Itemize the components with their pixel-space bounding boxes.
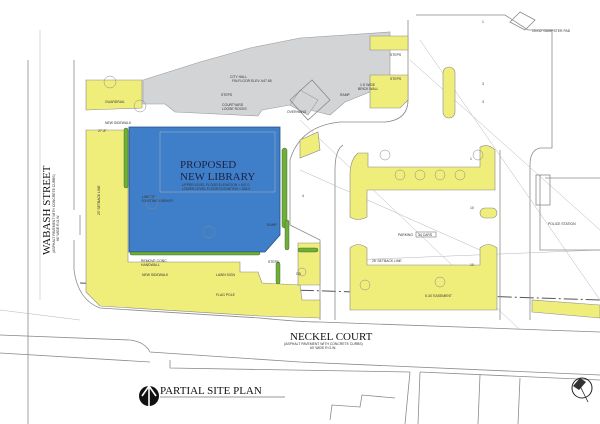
police-ramp [535, 174, 551, 206]
svg-text:RAMP: RAMP [267, 223, 278, 227]
svg-text:COURTYARD: COURTYARD [222, 103, 244, 107]
svg-text:CB: CB [296, 272, 301, 276]
svg-text:5.34' EASEMENT: 5.34' EASEMENT [425, 294, 452, 298]
entry-canopy [289, 79, 331, 121]
overhang [289, 89, 319, 116]
svg-text:1.5' WIDE: 1.5' WIDE [360, 83, 376, 87]
svg-text:LAWN SIGN: LAWN SIGN [216, 273, 235, 277]
upper-level-elev: UPPER LEVEL FLOOR ELEVATION = 647.0 [182, 183, 250, 187]
svg-text:STEPS: STEPS [390, 77, 402, 81]
svg-text:FLAG POLE: FLAG POLE [216, 293, 236, 297]
svg-text:POLICE STATION: POLICE STATION [548, 222, 576, 226]
road-lines [0, 11, 600, 424]
svg-text:EXISTING LIBRARY: EXISTING LIBRARY [142, 199, 174, 203]
landscape-areas [85, 35, 600, 319]
compass-icon [571, 377, 593, 403]
svg-text:10: 10 [470, 263, 474, 267]
svg-text:STEPS: STEPS [268, 260, 280, 264]
svg-text:HANDWALL: HANDWALL [141, 263, 160, 267]
svg-text:LOOSE ROCKS: LOOSE ROCKS [222, 107, 247, 111]
svg-text:NECKEL COURT: NECKEL COURT [290, 331, 373, 343]
library-name-line2: NEW LIBRARY [180, 171, 255, 183]
svg-text:4: 4 [302, 194, 304, 198]
svg-text:OVERHANG: OVERHANG [287, 110, 307, 114]
svg-text:1: 1 [470, 157, 472, 161]
library-name-line1: PROPOSED [180, 159, 236, 171]
svg-text:NEW SIDEWALK: NEW SIDEWALK [142, 273, 169, 277]
wabash-street-label: WABASH STREET (ASPHALT PAVEMENT WITH CON… [41, 165, 60, 255]
svg-text:LINE OF: LINE OF [142, 195, 155, 199]
svg-text:FIN.FLOOR ELEV. 647.65: FIN.FLOOR ELEV. 647.65 [232, 79, 272, 83]
north-arrow-icon [139, 385, 159, 406]
svg-text:GUARDRAIL: GUARDRAIL [105, 100, 125, 104]
svg-text:NEW SIDEWALK: NEW SIDEWALK [105, 121, 132, 125]
svg-text:10'x12' DUMPSTER PAD: 10'x12' DUMPSTER PAD [532, 29, 571, 33]
svg-text:STEPS: STEPS [390, 53, 402, 57]
svg-text:REMOVE CONC.: REMOVE CONC. [141, 259, 168, 263]
svg-text:RAMP: RAMP [340, 93, 351, 97]
annotations: CITY HALL FIN.FLOOR ELEV. 647.65 STEPS C… [97, 20, 576, 298]
proposed-library-footprint [128, 126, 281, 253]
svg-text:(ASPHALT PAVEMENT WITH CONCRET: (ASPHALT PAVEMENT WITH CONCRETE CURBS) [52, 174, 56, 253]
svg-text:CITY HALL: CITY HALL [230, 75, 247, 79]
svg-text:WABASH STREET: WABASH STREET [41, 165, 53, 255]
svg-text:BRICK WALL: BRICK WALL [358, 87, 379, 91]
plan-title: PARTIAL SITE PLAN [160, 385, 262, 397]
svg-text:25' SETBACK LINE: 25' SETBACK LINE [97, 185, 101, 215]
svg-text:1: 1 [482, 20, 484, 24]
svg-text:3: 3 [482, 100, 484, 104]
neckel-court-label: NECKEL COURT (ASPHALT PAVEMENT WITH CONC… [284, 331, 373, 350]
svg-text:34 CARS: 34 CARS [418, 233, 433, 237]
svg-text:3: 3 [482, 82, 484, 86]
police-station-building [539, 175, 600, 251]
svg-text:10: 10 [470, 206, 474, 210]
svg-text:(ASPHALT PAVEMENT WITH CONCRET: (ASPHALT PAVEMENT WITH CONCRETE CURBS) [284, 342, 363, 346]
svg-text:PARKING: PARKING [398, 233, 413, 237]
svg-text:27'-8": 27'-8" [98, 129, 107, 133]
city-hall-building [142, 31, 391, 117]
lower-level-elev: LOWER LEVEL FLOOR ELEVATION = 635.0 [182, 187, 250, 191]
svg-text:STEPS: STEPS [221, 93, 233, 97]
svg-text:60' WIDE R.O.W.: 60' WIDE R.O.W. [310, 346, 336, 350]
svg-text:25' SETBACK LINE: 25' SETBACK LINE [372, 259, 402, 263]
site-circles [103, 75, 484, 291]
svg-text:66' WIDE R.O.W.: 66' WIDE R.O.W. [56, 215, 60, 241]
hedges [123, 127, 319, 285]
